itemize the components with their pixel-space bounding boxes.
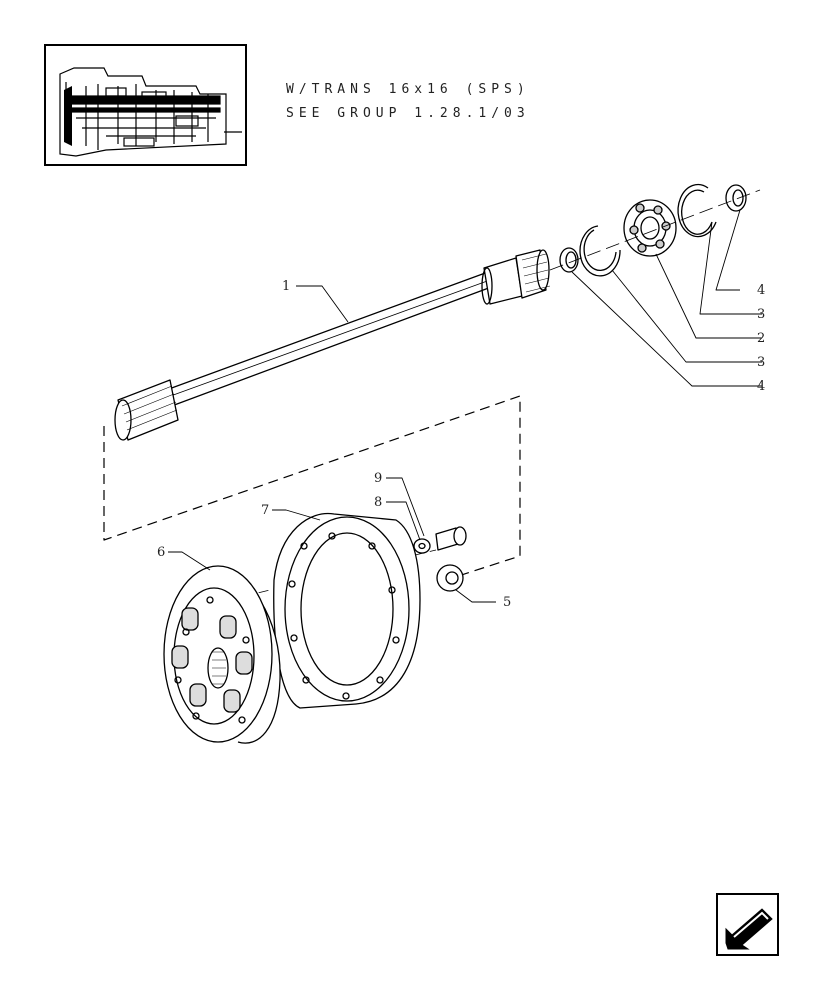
callout-3-lower: 3 — [757, 355, 765, 370]
damper-disc-6[interactable] — [163, 565, 281, 744]
hex-bolt-9[interactable] — [435, 526, 467, 551]
flywheel-adapter-ring-7[interactable] — [273, 512, 421, 709]
flat-washer-5[interactable] — [436, 564, 464, 592]
transmission-note-line1: W/TRANS 16x16 (SPS) — [286, 82, 530, 97]
callout-6: 6 — [157, 545, 165, 560]
back-navigation-button[interactable] — [716, 893, 779, 956]
callout-3-upper: 3 — [757, 307, 765, 322]
circlip-small-4-upper[interactable] — [725, 184, 747, 212]
transmission-inset-thumbnail[interactable] — [44, 44, 247, 166]
back-arrow-icon — [725, 908, 773, 950]
snap-ring-3-lower[interactable] — [579, 225, 621, 277]
callout-8: 8 — [374, 495, 382, 510]
group-reference-note: SEE GROUP 1.28.1/03 — [286, 106, 530, 121]
transmission-inset-drawing — [59, 67, 242, 157]
callout-4-upper: 4 — [757, 283, 765, 298]
ball-bearing-2[interactable] — [623, 199, 677, 257]
snap-ring-3-upper[interactable] — [677, 183, 717, 238]
callout-7: 7 — [261, 503, 269, 518]
lock-washer-8[interactable] — [413, 538, 431, 554]
callout-5: 5 — [503, 595, 511, 610]
callout-2: 2 — [757, 331, 765, 346]
callout-4-lower: 4 — [757, 379, 765, 394]
callout-leader-lines — [168, 209, 762, 603]
callout-9: 9 — [374, 471, 382, 486]
callout-1: 1 — [282, 279, 290, 294]
assembly-dashed-outline — [103, 395, 521, 579]
splined-shaft[interactable] — [114, 249, 551, 441]
